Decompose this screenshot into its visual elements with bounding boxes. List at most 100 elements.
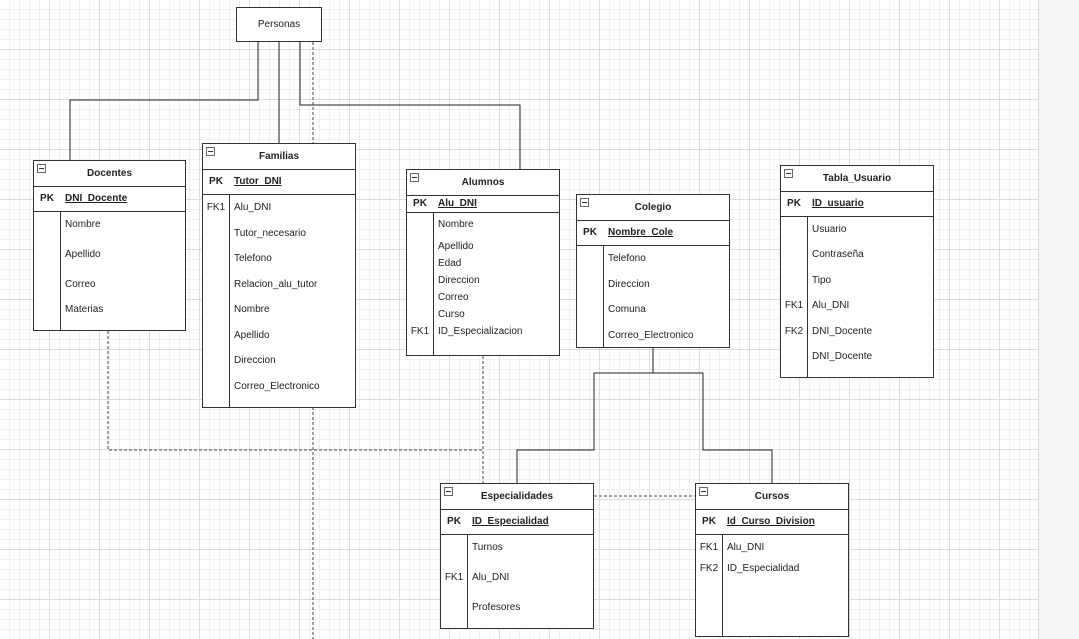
entity-personas[interactable]: Personas	[236, 7, 322, 42]
entity-especialidades-pk-row[interactable]: PK ID_Especialidad	[441, 510, 593, 535]
pk-field: Alu_DNI	[438, 198, 477, 209]
connector-colegio-cursos	[702, 373, 773, 483]
attr-field: Correo_Electronico	[234, 381, 320, 392]
key-column-divider	[229, 195, 230, 407]
attr-field: Telefono	[234, 253, 272, 264]
attr-field: Direccion	[234, 355, 276, 366]
attr-field: Nombre	[234, 304, 270, 315]
entity-colegio-header[interactable]: Colegio	[577, 195, 729, 221]
entity-tabla-usuario-pk-row[interactable]: PK ID_usuario	[781, 192, 933, 217]
fk-label: FK1	[206, 202, 226, 213]
fk-label: FK1	[444, 572, 464, 583]
diagram-canvas[interactable]: Personas Docentes PK DNI_Docente Nombre …	[0, 0, 1038, 639]
collapse-icon[interactable]	[206, 147, 215, 156]
attr-field: Apellido	[234, 330, 270, 341]
entity-alumnos-header[interactable]: Alumnos	[407, 170, 559, 196]
entity-especialidades[interactable]: Especialidades PK ID_Especialidad Turnos…	[440, 483, 594, 629]
pk-field: Tutor_DNI	[234, 176, 282, 187]
entity-tabla-usuario-header[interactable]: Tabla_Usuario	[781, 166, 933, 192]
attr-field: Curso	[438, 309, 465, 320]
entity-familias[interactable]: Familias PK Tutor_DNI FK1 Alu_DNI Tutor_…	[202, 143, 356, 408]
attr-field: Apellido	[65, 249, 101, 260]
attr-field: Contraseña	[812, 249, 864, 260]
entity-colegio-attrs[interactable]: Telefono Direccion Comuna Correo_Electro…	[577, 246, 729, 347]
pk-label: PK	[209, 176, 223, 187]
attr-field: Alu_DNI	[234, 202, 272, 213]
connector-docentes-especialidades	[107, 331, 484, 483]
pk-label: PK	[702, 516, 716, 527]
key-column-divider	[603, 246, 604, 347]
fk-label: FK1	[699, 542, 719, 553]
pk-label: PK	[583, 227, 597, 238]
entity-familias-attrs[interactable]: FK1 Alu_DNI Tutor_necesario Telefono Rel…	[203, 195, 355, 407]
attr-field: Correo_Electronico	[608, 330, 694, 341]
pk-label: PK	[413, 198, 427, 209]
key-column-divider	[722, 535, 723, 636]
collapse-icon[interactable]	[410, 173, 419, 182]
entity-especialidades-attrs[interactable]: Turnos FK1 Alu_DNI Profesores	[441, 535, 593, 628]
entity-docentes-title: Docentes	[86, 168, 132, 179]
entity-docentes-header[interactable]: Docentes	[34, 161, 185, 187]
pk-field: ID_usuario	[812, 198, 864, 209]
attr-field: Profesores	[472, 602, 521, 613]
entity-personas-title: Personas	[257, 19, 301, 30]
attr-field: ID_Especializacion	[438, 326, 523, 337]
fk-label: FK1	[784, 300, 804, 311]
entity-docentes-pk-row[interactable]: PK DNI_Docente	[34, 187, 185, 212]
attr-field: Nombre	[65, 219, 101, 230]
entity-familias-title: Familias	[258, 151, 300, 162]
attr-field: Tutor_necesario	[234, 228, 306, 239]
pk-field: Id_Curso_Division	[727, 516, 815, 527]
attr-field: Alu_DNI	[472, 572, 510, 583]
attr-field: DNI_Docente	[812, 326, 873, 337]
entity-alumnos-pk-row[interactable]: PK Alu_DNI	[407, 196, 559, 213]
entity-especialidades-header[interactable]: Especialidades	[441, 484, 593, 510]
entity-cursos[interactable]: Cursos PK Id_Curso_Division FK1 Alu_DNI …	[695, 483, 849, 637]
entity-colegio-title: Colegio	[634, 202, 672, 213]
pk-field: DNI_Docente	[65, 193, 128, 204]
attr-field: Correo	[65, 279, 96, 290]
entity-tabla-usuario-title: Tabla_Usuario	[822, 173, 892, 184]
collapse-icon[interactable]	[784, 169, 793, 178]
fk-label: FK2	[784, 326, 804, 337]
pk-label: PK	[447, 516, 461, 527]
entity-cursos-title: Cursos	[754, 491, 790, 502]
entity-alumnos-attrs[interactable]: Nombre Apellido Edad Direccion Correo Cu…	[407, 213, 559, 355]
collapse-icon[interactable]	[580, 198, 589, 207]
entity-colegio-pk-row[interactable]: PK Nombre_Cole	[577, 221, 729, 246]
entity-cursos-attrs[interactable]: FK1 Alu_DNI FK2 ID_Especialidad	[696, 535, 848, 636]
attr-field: DNI_Docente	[812, 351, 873, 362]
entity-familias-header[interactable]: Familias	[203, 144, 355, 170]
connector-personas-docentes	[69, 42, 259, 160]
entity-tabla-usuario-attrs[interactable]: Usuario Contraseña Tipo FK1 Alu_DNI FK2 …	[781, 217, 933, 377]
pk-field: Nombre_Cole	[608, 227, 674, 238]
entity-docentes-attrs[interactable]: Nombre Apellido Correo Materias	[34, 212, 185, 330]
entity-cursos-header[interactable]: Cursos	[696, 484, 848, 510]
attr-field: ID_Especialidad	[727, 563, 800, 574]
entity-cursos-pk-row[interactable]: PK Id_Curso_Division	[696, 510, 848, 535]
attr-field: Tipo	[812, 275, 832, 286]
entity-familias-pk-row[interactable]: PK Tutor_DNI	[203, 170, 355, 195]
key-column-divider	[433, 213, 434, 355]
attr-field: Materias	[65, 304, 104, 315]
connector-personas-alumnos	[299, 42, 521, 169]
pk-label: PK	[40, 193, 54, 204]
entity-tabla-usuario[interactable]: Tabla_Usuario PK ID_usuario Usuario Cont…	[780, 165, 934, 378]
collapse-icon[interactable]	[444, 487, 453, 496]
entity-docentes[interactable]: Docentes PK DNI_Docente Nombre Apellido …	[33, 160, 186, 331]
attr-field: Telefono	[608, 253, 646, 264]
pk-label: PK	[787, 198, 801, 209]
fk-label: FK1	[410, 326, 430, 337]
attr-field: Direccion	[438, 275, 480, 286]
attr-field: Correo	[438, 292, 469, 303]
entity-alumnos[interactable]: Alumnos PK Alu_DNI Nombre Apellido Edad …	[406, 169, 560, 356]
collapse-icon[interactable]	[699, 487, 708, 496]
entity-especialidades-title: Especialidades	[480, 491, 554, 502]
attr-field: Apellido	[438, 241, 474, 252]
attr-field: Turnos	[472, 542, 503, 553]
attr-field: Direccion	[608, 279, 650, 290]
entity-colegio[interactable]: Colegio PK Nombre_Cole Telefono Direccio…	[576, 194, 730, 348]
attr-field: Alu_DNI	[812, 300, 850, 311]
collapse-icon[interactable]	[37, 164, 46, 173]
attr-field: Nombre	[438, 219, 474, 230]
